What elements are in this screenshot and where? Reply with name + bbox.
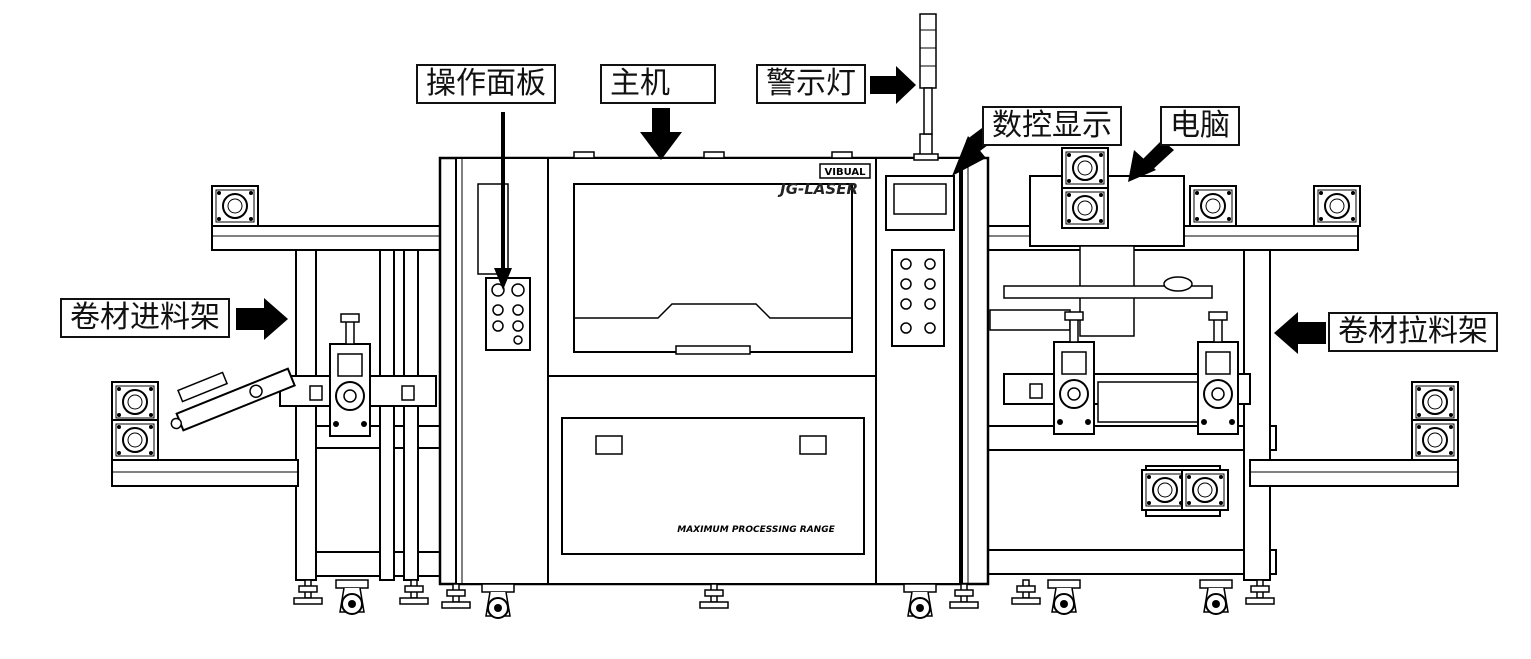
roll-feed-rack xyxy=(112,226,444,580)
leveling-foot xyxy=(293,579,323,605)
machine-brand: JG-LASER xyxy=(777,180,858,198)
motor-icon xyxy=(1411,381,1459,423)
motor-icon xyxy=(111,381,159,423)
leveling-foot xyxy=(1011,579,1041,605)
main-machine xyxy=(440,14,988,584)
caster-wheel xyxy=(903,583,937,619)
leveling-foot xyxy=(1245,579,1275,605)
roll-clamp xyxy=(1197,311,1239,435)
leveling-foot xyxy=(441,583,471,609)
label-operation-panel: 操作面板 xyxy=(416,64,556,104)
arrow-warning-light xyxy=(870,66,916,104)
logo-box xyxy=(820,164,870,178)
label-warning-light: 警示灯 xyxy=(756,64,866,104)
label-main-unit: 主机 xyxy=(600,64,716,104)
caster-wheel xyxy=(335,579,369,615)
machine-logo: VIBUAL xyxy=(824,167,866,178)
operation-panel-buttons xyxy=(492,284,524,344)
caster-wheel xyxy=(1047,579,1081,615)
motor-icon xyxy=(1189,185,1237,227)
caster-wheel xyxy=(481,583,515,619)
arrow-operation-panel xyxy=(494,112,512,290)
leveling-foot xyxy=(949,583,979,609)
motor-icon xyxy=(1061,147,1109,189)
leveling-foot xyxy=(399,579,429,605)
roll-clamp xyxy=(329,313,371,437)
arrow-roll-pull-rack xyxy=(1274,312,1326,354)
leveling-foot xyxy=(699,583,729,609)
label-roll-feed-rack: 卷材进料架 xyxy=(60,298,230,338)
arrow-main-unit xyxy=(640,108,682,160)
motor-icon xyxy=(1313,185,1361,227)
motor-icon xyxy=(111,419,159,461)
arrow-roll-feed-rack xyxy=(236,298,288,340)
drawer-caption: MAXIMUM PROCESSING RANGE xyxy=(677,525,835,535)
label-roll-pull-rack: 卷材拉料架 xyxy=(1328,312,1498,352)
side-control-panel xyxy=(892,250,944,346)
arrow-computer xyxy=(1128,140,1174,182)
motor-icon xyxy=(1181,469,1229,511)
label-computer: 电脑 xyxy=(1160,106,1240,146)
caster-wheel xyxy=(1199,579,1233,615)
label-cnc-display: 数控显示 xyxy=(982,106,1122,146)
motor-icon xyxy=(1411,419,1459,461)
side-control-buttons xyxy=(901,259,935,333)
motor-icon xyxy=(211,185,259,227)
motor-icon xyxy=(1061,187,1109,229)
